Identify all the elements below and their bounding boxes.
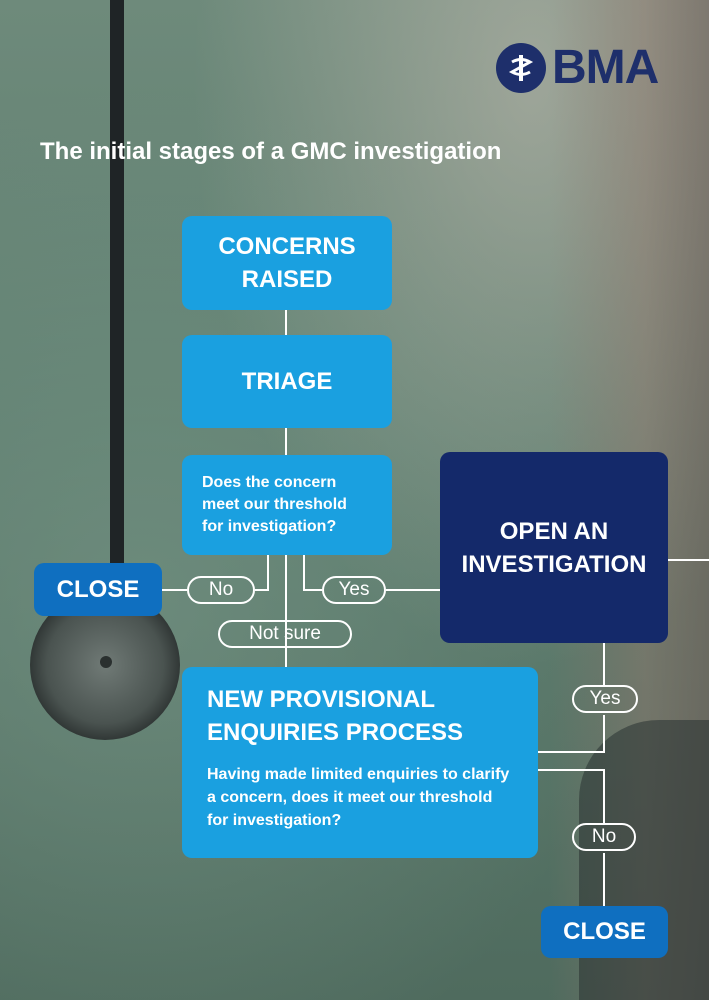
triage-box: TRIAGE bbox=[182, 335, 392, 428]
bma-emblem-icon bbox=[496, 42, 546, 93]
provisional-title: NEW PROVISIONAL ENQUIRIES PROCESS bbox=[207, 686, 464, 746]
concerns-raised-label: CONCERNS RAISED bbox=[218, 233, 356, 293]
branch-no-left: No bbox=[187, 576, 255, 604]
bma-logo: BMA bbox=[496, 40, 659, 95]
provisional-question: Having made limited enquiries to clarify… bbox=[207, 766, 510, 829]
branch-not-sure: Not sure bbox=[218, 620, 352, 648]
threshold-question-box: Does the concern meet our threshold for … bbox=[182, 455, 392, 555]
open-investigation-label: OPEN AN INVESTIGATION bbox=[461, 517, 647, 578]
logo-text: BMA bbox=[552, 41, 659, 94]
triage-label: TRIAGE bbox=[241, 368, 333, 395]
close-left-label: CLOSE bbox=[56, 575, 140, 603]
concerns-raised-box: CONCERNS RAISED bbox=[182, 216, 392, 310]
stethoscope-tube bbox=[70, 0, 124, 680]
close-bottom-box: CLOSE bbox=[541, 906, 668, 958]
threshold-question-label: Does the concern meet our threshold for … bbox=[202, 474, 347, 535]
page-title: The initial stages of a GMC investigatio… bbox=[40, 138, 502, 165]
branch-no-right: No bbox=[572, 823, 636, 851]
open-investigation-box: OPEN AN INVESTIGATION bbox=[440, 452, 668, 643]
close-left-box: CLOSE bbox=[34, 563, 162, 616]
close-bottom-label: CLOSE bbox=[563, 918, 646, 945]
stethoscope-dot bbox=[100, 656, 112, 668]
provisional-enquiries-box: NEW PROVISIONAL ENQUIRIES PROCESS Having… bbox=[182, 667, 538, 858]
branch-yes-right: Yes bbox=[572, 685, 638, 713]
branch-yes-left: Yes bbox=[322, 576, 386, 604]
